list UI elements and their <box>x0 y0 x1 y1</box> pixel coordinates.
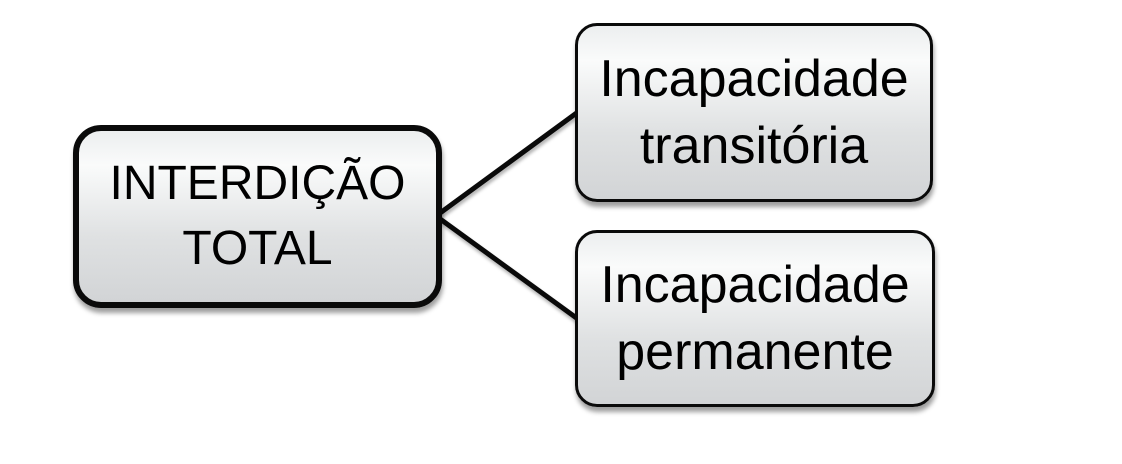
connector-root-to-bottom <box>433 213 585 325</box>
node-incapacidade-transitoria: Incapacidade transitória <box>575 23 933 202</box>
node-label-line: INTERDIÇÃO <box>109 156 406 210</box>
node-label-line: permanente <box>616 322 894 381</box>
node-incapacidade-permanente: Incapacidade permanente <box>575 230 935 407</box>
connector-root-to-top <box>433 106 585 219</box>
node-label-line: transitória <box>639 116 869 175</box>
node-label-line: Incapacidade <box>600 255 910 314</box>
node-label-line: Incapacidade <box>599 49 909 108</box>
node-label-line: TOTAL <box>182 221 333 275</box>
node-interdicao-total: INTERDIÇÃO TOTAL <box>73 125 442 308</box>
